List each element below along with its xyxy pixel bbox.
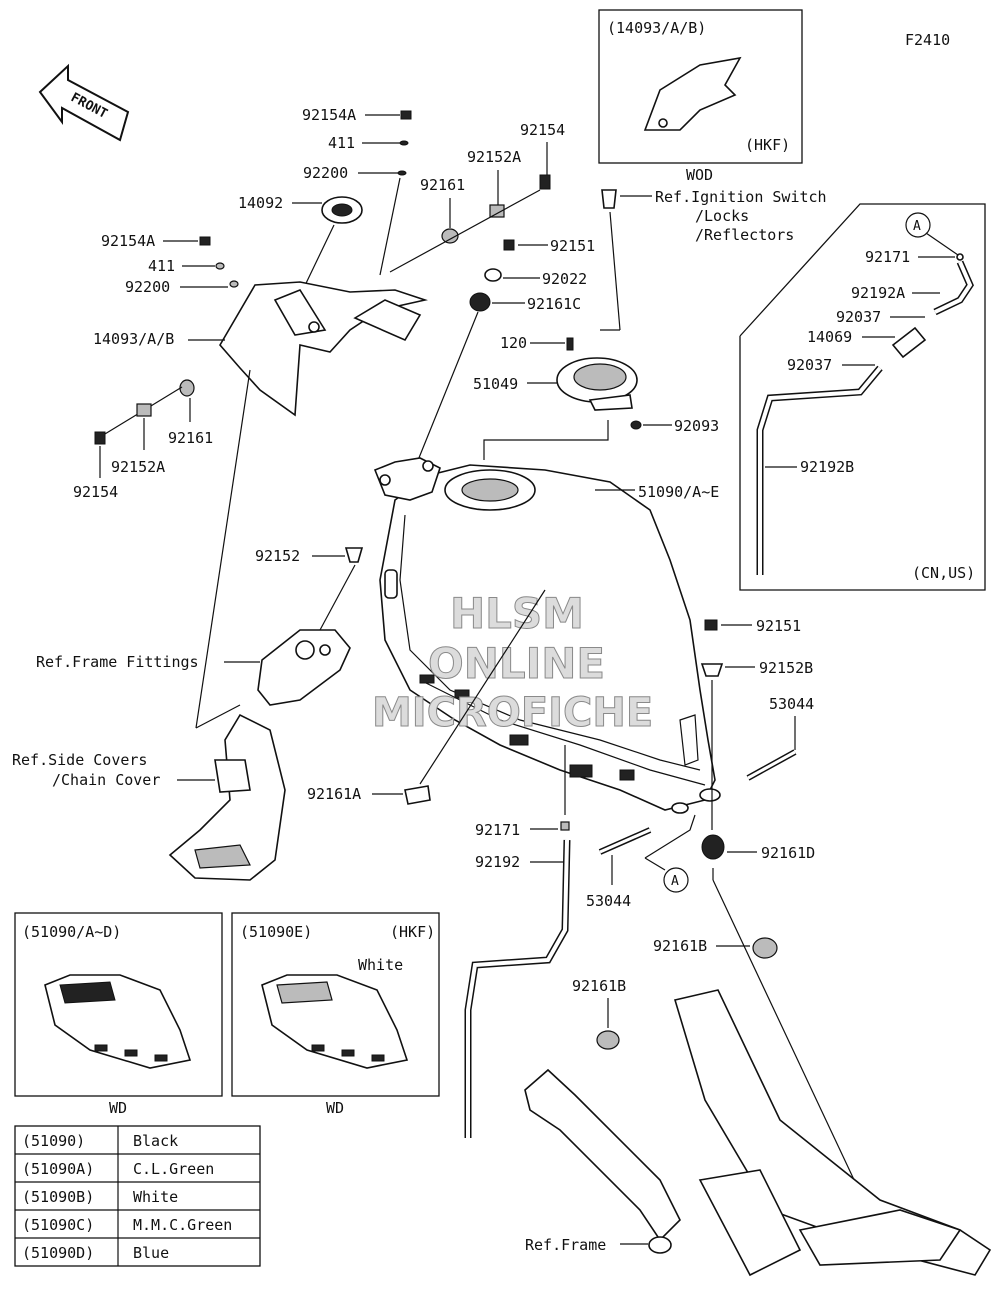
table-row-color: M.M.C.Green <box>133 1216 232 1234</box>
label-53044-bottom: 53044 <box>586 892 631 910</box>
circle-a-main: A <box>671 874 679 889</box>
inset-tank-ad-caption: WD <box>109 1099 127 1117</box>
label-51049: 51049 <box>473 375 518 393</box>
label-92200-left: 92200 <box>125 278 170 296</box>
label-51090AE: 51090/A~E <box>638 483 719 501</box>
label-92161-left: 92161 <box>168 429 213 447</box>
label-14069: 14069 <box>807 328 852 346</box>
inset-tank-e-header: (51090E) <box>240 923 312 941</box>
front-arrow-icon: FRONT <box>38 63 130 142</box>
fuel-filter-shape <box>891 326 927 359</box>
figure-code: F2410 <box>905 31 950 49</box>
label-92151-right: 92151 <box>756 617 801 635</box>
fuel-tank-51090: 51090/A~E <box>373 457 721 814</box>
label-92161A: 92161A <box>307 785 361 803</box>
label-92152B: 92152B <box>759 659 813 677</box>
label-120: 120 <box>500 334 527 352</box>
inset-hose: A 92171 92192A 92037 14069 92037 92192B … <box>739 203 986 591</box>
label-92161D: 92161D <box>761 844 815 862</box>
inset-wod: (14093/A/B) (HKF) WOD <box>598 9 803 184</box>
left-components: 92152 Ref.Frame Fittings Ref.Side Covers… <box>12 369 546 881</box>
inset-tank-ad-header: (51090/A~D) <box>22 923 121 941</box>
right-components: 92151 92152B 53044 92161D 92171 92192 53… <box>464 617 881 1236</box>
ref-frame-fittings: Ref.Frame Fittings <box>36 653 199 671</box>
inset-tank-e-tag: (HKF) <box>390 923 435 941</box>
ref-frame: Ref.Frame <box>525 1236 606 1254</box>
side-cover-shape <box>168 713 286 881</box>
label-14092: 14092 <box>238 194 283 212</box>
label-92161C: 92161C <box>527 295 581 313</box>
inset-tank-ad: (51090/A~D) WD <box>14 912 223 1117</box>
table-row-color: White <box>133 1188 178 1206</box>
table-row-code: (51090D) <box>22 1244 94 1262</box>
label-92093: 92093 <box>674 417 719 435</box>
label-92152A-top: 92152A <box>467 148 521 166</box>
color-table: (51090) Black (51090A) C.L.Green (51090B… <box>14 1125 261 1267</box>
label-92161B-right: 92161B <box>653 937 707 955</box>
label-92200-top: 92200 <box>303 164 348 182</box>
inset-wod-header: (14093/A/B) <box>607 19 706 37</box>
watermark-line2: ONLINE <box>428 639 605 688</box>
inset-hose-circle-a: A <box>913 219 921 234</box>
ref-ignition-switch: Ref.Ignition Switch <box>655 188 827 206</box>
label-92161B-left: 92161B <box>572 977 626 995</box>
side-cover-14093 <box>219 281 428 417</box>
ref-locks: /Locks <box>695 207 749 225</box>
table-row-color: Blue <box>133 1244 169 1262</box>
label-411-top: 411 <box>328 134 355 152</box>
label-92192A: 92192A <box>851 284 905 302</box>
label-92151-top: 92151 <box>550 237 595 255</box>
label-92161-top: 92161 <box>420 176 465 194</box>
inset-tank-e: (51090E) (HKF) White WD <box>231 912 440 1117</box>
label-53044-right: 53044 <box>769 695 814 713</box>
frame-shape: Ref.Frame <box>524 989 992 1277</box>
inset-wod-tag: (HKF) <box>745 136 790 154</box>
label-92037-b: 92037 <box>787 356 832 374</box>
label-92154-left: 92154 <box>73 483 118 501</box>
table-row-code: (51090C) <box>22 1216 94 1234</box>
label-14093AB: 14093/A/B <box>93 330 174 348</box>
watermark-line3: MICROFICHE <box>372 690 653 736</box>
watermark-line1: HLSM <box>450 589 584 638</box>
label-92154-top: 92154 <box>520 121 565 139</box>
label-92022: 92022 <box>542 270 587 288</box>
label-92192: 92192 <box>475 853 520 871</box>
label-92154A-left: 92154A <box>101 232 155 250</box>
inset-wod-caption: WOD <box>686 166 713 184</box>
cap-components: Ref.Ignition Switch /Locks /Reflectors 9… <box>409 188 827 481</box>
table-row-code: (51090B) <box>22 1188 94 1206</box>
label-92192B: 92192B <box>800 458 854 476</box>
label-92171-bottom: 92171 <box>475 821 520 839</box>
label-411-left: 411 <box>148 257 175 275</box>
label-92154A-top: 92154A <box>302 106 356 124</box>
cover-assembly: 92154A 411 92200 92154 92152A 92161 1409… <box>73 106 565 501</box>
cover-wod-shape <box>643 56 742 131</box>
inset-tank-e-caption: WD <box>326 1099 344 1117</box>
inset-tank-e-color-note: White <box>358 956 403 974</box>
table-row-color: Black <box>133 1132 178 1150</box>
table-row-color: C.L.Green <box>133 1160 214 1178</box>
label-92171-inset: 92171 <box>865 248 910 266</box>
label-92152: 92152 <box>255 547 300 565</box>
inset-hose-tag: (CN,US) <box>912 564 975 582</box>
label-92037-a: 92037 <box>836 308 881 326</box>
table-row-code: (51090A) <box>22 1160 94 1178</box>
ref-reflectors: /Reflectors <box>695 226 794 244</box>
table-row-code: (51090) <box>22 1132 85 1150</box>
ref-chain-cover: /Chain Cover <box>52 771 160 789</box>
ref-side-covers: Ref.Side Covers <box>12 751 147 769</box>
label-92152A-left: 92152A <box>111 458 165 476</box>
